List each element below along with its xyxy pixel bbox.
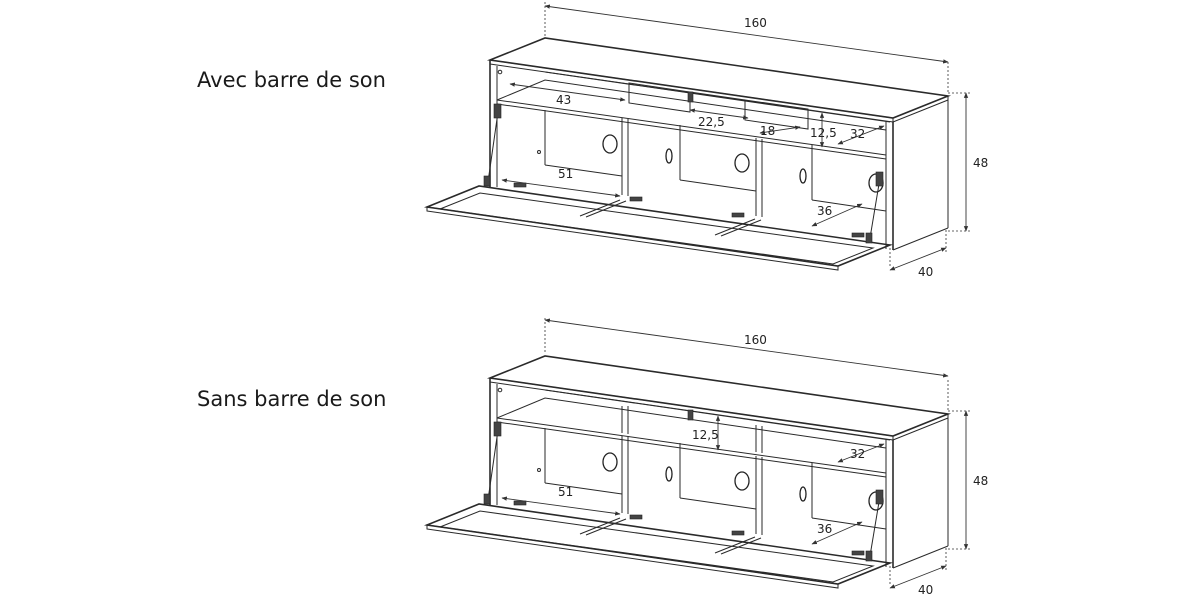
cabinet-without-soundbar: 160 48 40 12,5 32 51 36: [426, 318, 988, 597]
dim-inner-depth-label: 36: [817, 204, 832, 218]
dim-soundbar-shelf-label: 43: [556, 93, 571, 107]
dim-inner-width-label: 51: [558, 167, 573, 181]
dim-depth-label: 40: [918, 583, 933, 597]
dim-width-label: 160: [744, 16, 767, 30]
variant-label-without-soundbar: Sans barre de son: [197, 387, 387, 411]
dim-inner-depth-label: 36: [817, 522, 832, 536]
dim-depth-label: 40: [918, 265, 933, 279]
dim-soundbar-depth-label: 18: [760, 124, 775, 138]
dim-shelf-height-label: 12,5: [810, 126, 837, 140]
variant-label-with-soundbar: Avec barre de son: [197, 68, 386, 92]
dim-shelf-height-label: 12,5: [692, 428, 719, 442]
dim-shelf-depth-label: 32: [850, 127, 865, 141]
dim-shelf-depth-label: 32: [850, 447, 865, 461]
dim-inner-width-label: 51: [558, 485, 573, 499]
dim-height-label: 48: [973, 156, 988, 170]
dim-width-label: 160: [744, 333, 767, 347]
cabinet-with-soundbar: 160 48 40 43 22,5 18 12,5 32: [426, 2, 988, 279]
dim-height-label: 48: [973, 474, 988, 488]
dim-soundbar-gap-label: 22,5: [698, 115, 725, 129]
